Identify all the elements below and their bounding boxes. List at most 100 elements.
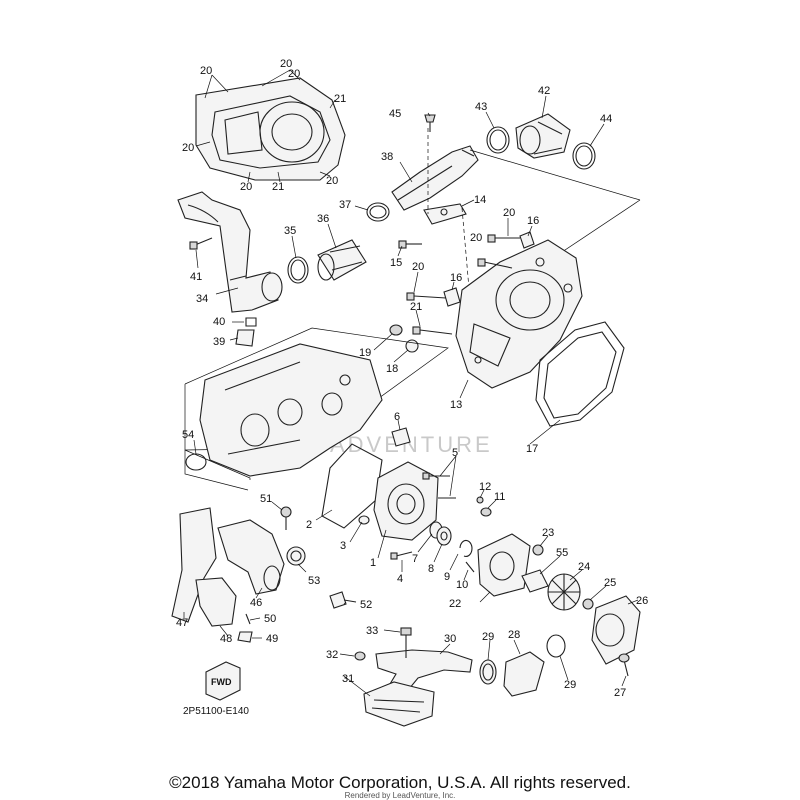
callout-38: 38 xyxy=(381,151,393,163)
callout-54: 54 xyxy=(182,429,194,441)
bolt-27[interactable] xyxy=(618,653,630,677)
callout-6: 6 xyxy=(394,411,400,423)
callout-20: 20 xyxy=(470,232,482,244)
nut-32[interactable] xyxy=(354,651,366,661)
fan-cover-26[interactable] xyxy=(591,595,641,665)
callout-46: 46 xyxy=(250,597,262,609)
clamp-53[interactable] xyxy=(286,546,306,566)
cvt-case-13[interactable] xyxy=(455,239,583,389)
callout-30: 30 xyxy=(444,633,456,645)
callout-16: 16 xyxy=(450,272,462,284)
callout-15: 15 xyxy=(390,257,402,269)
bolt-21[interactable] xyxy=(412,326,453,335)
callout-20: 20 xyxy=(412,261,424,273)
bolt-20-mid[interactable] xyxy=(477,258,513,269)
clamp-43[interactable] xyxy=(486,126,510,154)
diagram-code: 2P51100-E140 xyxy=(183,706,249,717)
clip-16-right[interactable] xyxy=(519,231,535,249)
air-intake-duct[interactable] xyxy=(177,191,283,313)
bolt-51[interactable] xyxy=(280,506,292,530)
callout-26: 26 xyxy=(636,595,648,607)
clamp-44[interactable] xyxy=(572,142,596,170)
air-duct-38[interactable] xyxy=(391,145,479,211)
pin-12[interactable] xyxy=(476,496,484,504)
bracket-39[interactable] xyxy=(235,329,255,347)
callout-27: 27 xyxy=(614,687,626,699)
callout-1: 1 xyxy=(370,557,376,569)
clamp-29-right[interactable] xyxy=(546,634,566,658)
bracket-14[interactable] xyxy=(423,203,467,225)
callout-20: 20 xyxy=(240,181,252,193)
callout-20: 20 xyxy=(326,175,338,187)
oring-6[interactable] xyxy=(391,427,411,447)
fan-24[interactable] xyxy=(547,573,581,611)
joint-42[interactable] xyxy=(515,113,571,159)
callout-17: 17 xyxy=(526,443,538,455)
callout-40: 40 xyxy=(213,316,225,328)
bolt-15[interactable] xyxy=(398,240,422,249)
cover-47[interactable] xyxy=(171,507,217,623)
cvt-outer-cover[interactable] xyxy=(195,69,346,183)
fwd-label: FWD xyxy=(211,677,232,687)
callout-39: 39 xyxy=(213,336,225,348)
bolt-19[interactable] xyxy=(389,324,403,336)
callout-43: 43 xyxy=(475,101,487,113)
callout-37: 37 xyxy=(339,199,351,211)
clamp-54[interactable] xyxy=(185,453,207,471)
watermark-text: ADVENTURE xyxy=(330,432,493,457)
callout-18: 18 xyxy=(386,363,398,375)
callout-3: 3 xyxy=(340,540,346,552)
callout-21: 21 xyxy=(410,301,422,313)
clip-50[interactable] xyxy=(245,613,251,625)
clip-40[interactable] xyxy=(245,317,257,327)
callout-42: 42 xyxy=(538,85,550,97)
bolt-23[interactable] xyxy=(532,544,544,556)
cover-1[interactable] xyxy=(373,461,439,541)
bearing-8[interactable] xyxy=(436,526,452,546)
clamp-37[interactable] xyxy=(366,202,390,222)
hose-28[interactable] xyxy=(503,651,545,697)
bolt-41[interactable] xyxy=(189,237,213,250)
impeller-55[interactable] xyxy=(521,569,549,593)
gasket-17[interactable] xyxy=(535,321,625,427)
callout-20: 20 xyxy=(182,142,194,154)
clip-16-left[interactable] xyxy=(443,287,461,307)
clamp-35[interactable] xyxy=(287,256,309,284)
callout-24: 24 xyxy=(578,561,590,573)
bolt-5[interactable] xyxy=(422,472,456,499)
dowel-3[interactable] xyxy=(358,515,370,525)
callout-41: 41 xyxy=(190,271,202,283)
bolt-25[interactable] xyxy=(582,598,594,610)
sensor-52[interactable] xyxy=(329,591,357,609)
callout-22: 22 xyxy=(449,598,461,610)
leader-lines xyxy=(183,95,639,697)
bracket-49[interactable] xyxy=(237,631,253,643)
callout-36: 36 xyxy=(317,213,329,225)
housing-22[interactable] xyxy=(477,533,531,597)
callout-49: 49 xyxy=(266,633,278,645)
bolt-20-right[interactable] xyxy=(487,234,520,243)
callout-14: 14 xyxy=(474,194,486,206)
callout-29: 29 xyxy=(482,631,494,643)
callout-20: 20 xyxy=(503,207,515,219)
duct-46[interactable] xyxy=(217,519,285,595)
callout-50: 50 xyxy=(264,613,276,625)
plate-31[interactable] xyxy=(363,681,435,727)
callout-9: 9 xyxy=(444,571,450,583)
duct-48[interactable] xyxy=(195,577,237,627)
callout-29: 29 xyxy=(564,679,576,691)
circlip-9[interactable] xyxy=(459,539,473,557)
callout-34: 34 xyxy=(196,293,208,305)
screw-45[interactable] xyxy=(424,114,436,132)
joint-36[interactable] xyxy=(317,239,367,281)
bolt-33[interactable] xyxy=(400,627,412,658)
screw-10[interactable] xyxy=(465,561,475,573)
callout-52: 52 xyxy=(360,599,372,611)
callout-12: 12 xyxy=(479,481,491,493)
bolt-4[interactable] xyxy=(390,551,413,560)
crankcase[interactable] xyxy=(199,343,383,477)
screw-11[interactable] xyxy=(480,507,492,517)
callout-16: 16 xyxy=(527,215,539,227)
bolt-20-left[interactable] xyxy=(406,292,447,301)
clamp-29-left[interactable] xyxy=(479,659,497,685)
